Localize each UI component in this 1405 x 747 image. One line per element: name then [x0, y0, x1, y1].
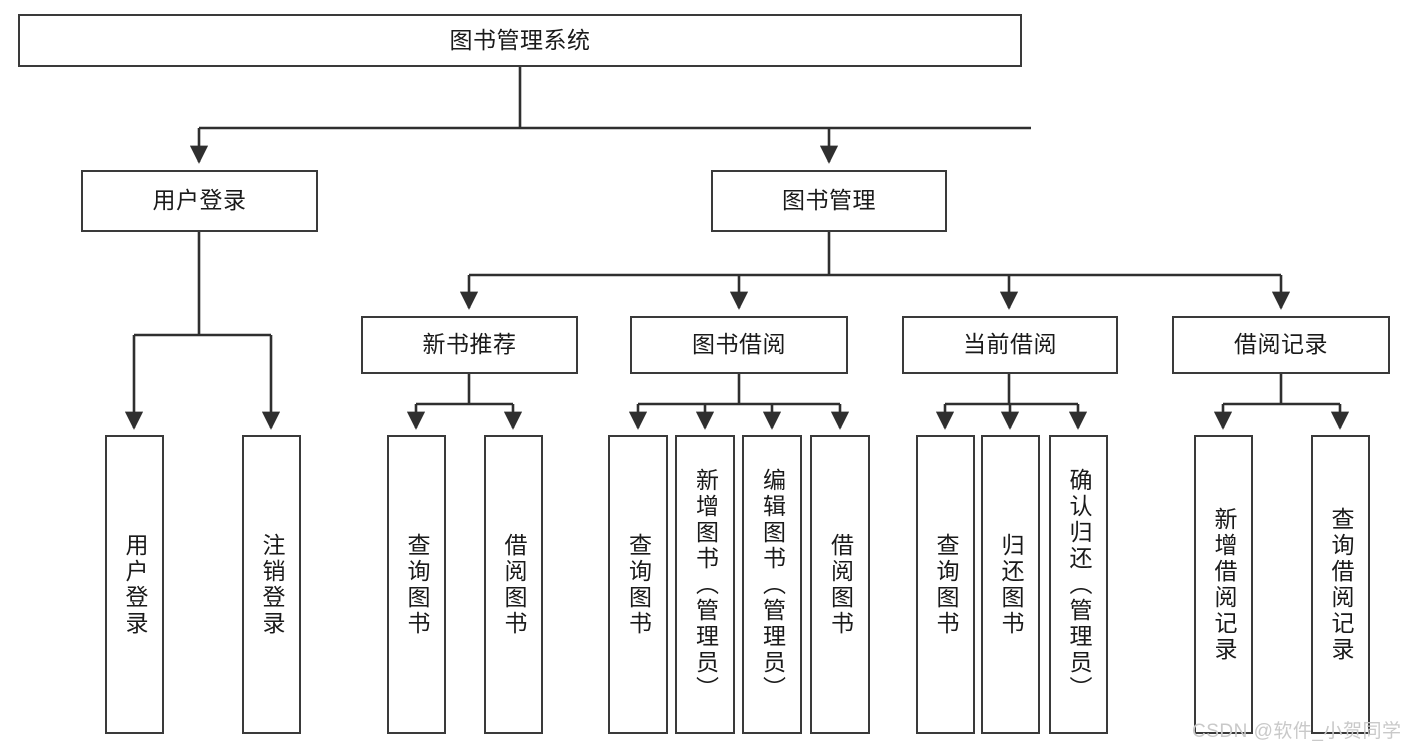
node-new-book-recommend-label: 新书推荐: [422, 331, 517, 358]
leaf-book-borrow-1[interactable]: 查询图书: [608, 435, 668, 734]
leaf-current-borrow-2-label: 归还图书: [998, 532, 1024, 637]
leaf-book-borrow-2-label: 新增图书（管理员）: [692, 467, 719, 702]
leaf-current-borrow-1-label: 查询图书: [933, 532, 959, 637]
node-user-login[interactable]: 用户登录: [81, 170, 318, 232]
node-user-login-label: 用户登录: [152, 187, 247, 214]
leaf-borrow-record-1-label: 新增借阅记录: [1211, 506, 1237, 663]
leaf-new-book-2[interactable]: 借阅图书: [484, 435, 543, 734]
leaf-book-borrow-4-label: 借阅图书: [827, 532, 854, 637]
node-root[interactable]: 图书管理系统: [18, 14, 1022, 67]
node-book-borrow-label: 图书借阅: [692, 331, 786, 358]
leaf-book-borrow-3-label: 编辑图书（管理员）: [759, 467, 786, 702]
node-borrow-record-label: 借阅记录: [1234, 331, 1328, 358]
node-book-management[interactable]: 图书管理: [711, 170, 947, 232]
node-root-label: 图书管理系统: [449, 26, 591, 53]
leaf-current-borrow-3[interactable]: 确认归还（管理员）: [1049, 435, 1108, 734]
leaf-current-borrow-2[interactable]: 归还图书: [981, 435, 1040, 734]
leaf-book-borrow-3[interactable]: 编辑图书（管理员）: [742, 435, 802, 734]
node-current-borrow[interactable]: 当前借阅: [902, 316, 1118, 374]
leaf-current-borrow-1[interactable]: 查询图书: [916, 435, 975, 734]
leaf-user-login-2-label: 注销登录: [259, 532, 285, 637]
node-new-book-recommend[interactable]: 新书推荐: [361, 316, 578, 374]
node-borrow-record[interactable]: 借阅记录: [1172, 316, 1390, 374]
node-book-management-label: 图书管理: [782, 187, 876, 214]
leaf-new-book-2-label: 借阅图书: [501, 532, 527, 637]
leaf-book-borrow-2[interactable]: 新增图书（管理员）: [675, 435, 735, 734]
leaf-borrow-record-2[interactable]: 查询借阅记录: [1311, 435, 1370, 734]
node-current-borrow-label: 当前借阅: [963, 331, 1057, 358]
leaf-book-borrow-4[interactable]: 借阅图书: [810, 435, 870, 734]
leaf-new-book-1[interactable]: 查询图书: [387, 435, 446, 734]
leaf-new-book-1-label: 查询图书: [404, 532, 430, 637]
leaf-book-borrow-1-label: 查询图书: [625, 532, 652, 637]
leaf-user-login-1-label: 用户登录: [122, 532, 148, 637]
leaf-user-login-1[interactable]: 用户登录: [105, 435, 164, 734]
leaf-current-borrow-3-label: 确认归还（管理员）: [1066, 467, 1092, 702]
leaf-user-login-2[interactable]: 注销登录: [242, 435, 301, 734]
leaf-borrow-record-2-label: 查询借阅记录: [1328, 506, 1354, 663]
node-book-borrow[interactable]: 图书借阅: [630, 316, 848, 374]
leaf-borrow-record-1[interactable]: 新增借阅记录: [1194, 435, 1253, 734]
